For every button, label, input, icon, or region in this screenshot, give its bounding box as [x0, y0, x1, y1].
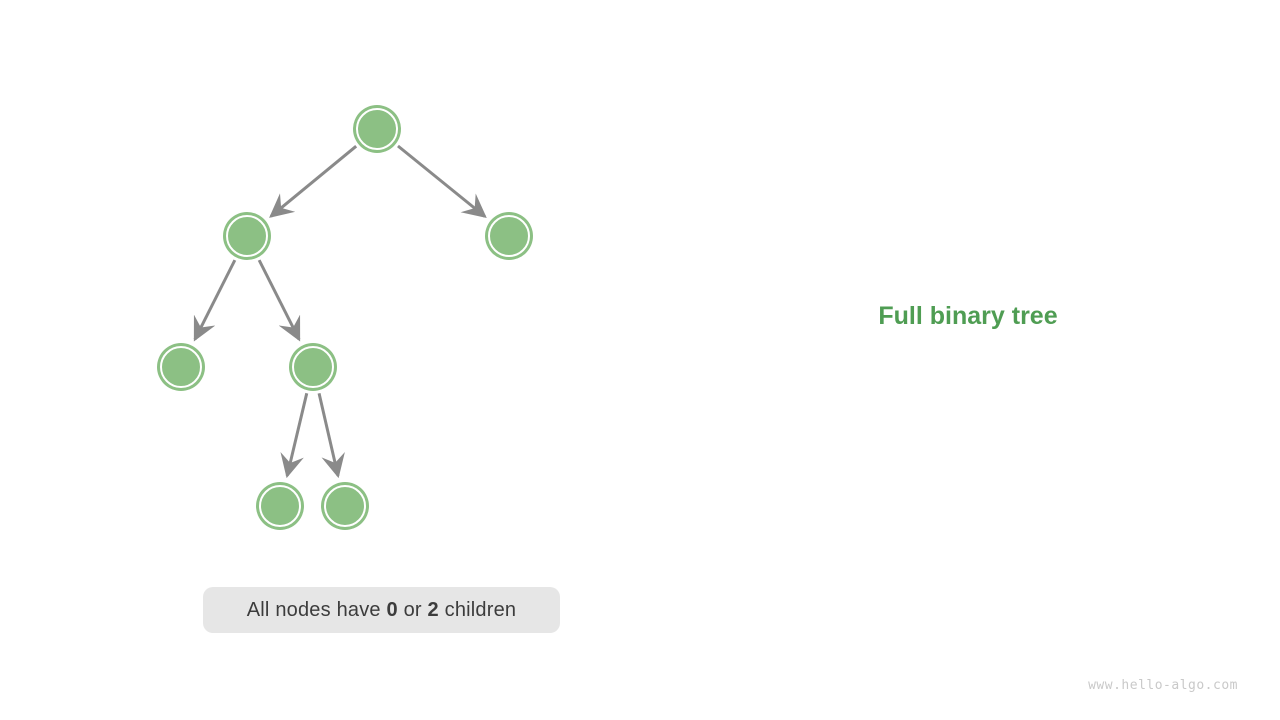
tree-node-r: [485, 212, 533, 260]
tree-edge: [257, 259, 301, 342]
caption-text-part3: children: [438, 598, 517, 621]
tree-node-lrr: [321, 482, 369, 530]
tree-edge: [269, 145, 358, 218]
caption-text-part1: All nodes have: [246, 598, 387, 621]
tree-node-lr: [289, 343, 337, 391]
caption-bold-zero: 0: [386, 598, 398, 621]
caption-text-part2: or: [397, 598, 428, 621]
tree-edge: [397, 144, 487, 218]
tree-edge: [317, 392, 345, 479]
figure-title: Full binary tree: [878, 302, 1058, 330]
watermark: www.hello-algo.com: [1088, 678, 1238, 693]
tree-node-l: [223, 212, 271, 260]
tree-edge: [193, 259, 237, 342]
tree-edge: [280, 392, 309, 479]
tree-node-root: [353, 105, 401, 153]
tree-node-lrl: [256, 482, 304, 530]
edge-group: [193, 144, 487, 479]
caption-bold-two: 2: [427, 598, 439, 621]
caption-badge: All nodes have 0 or 2 children: [203, 587, 560, 633]
tree-node-ll: [157, 343, 205, 391]
